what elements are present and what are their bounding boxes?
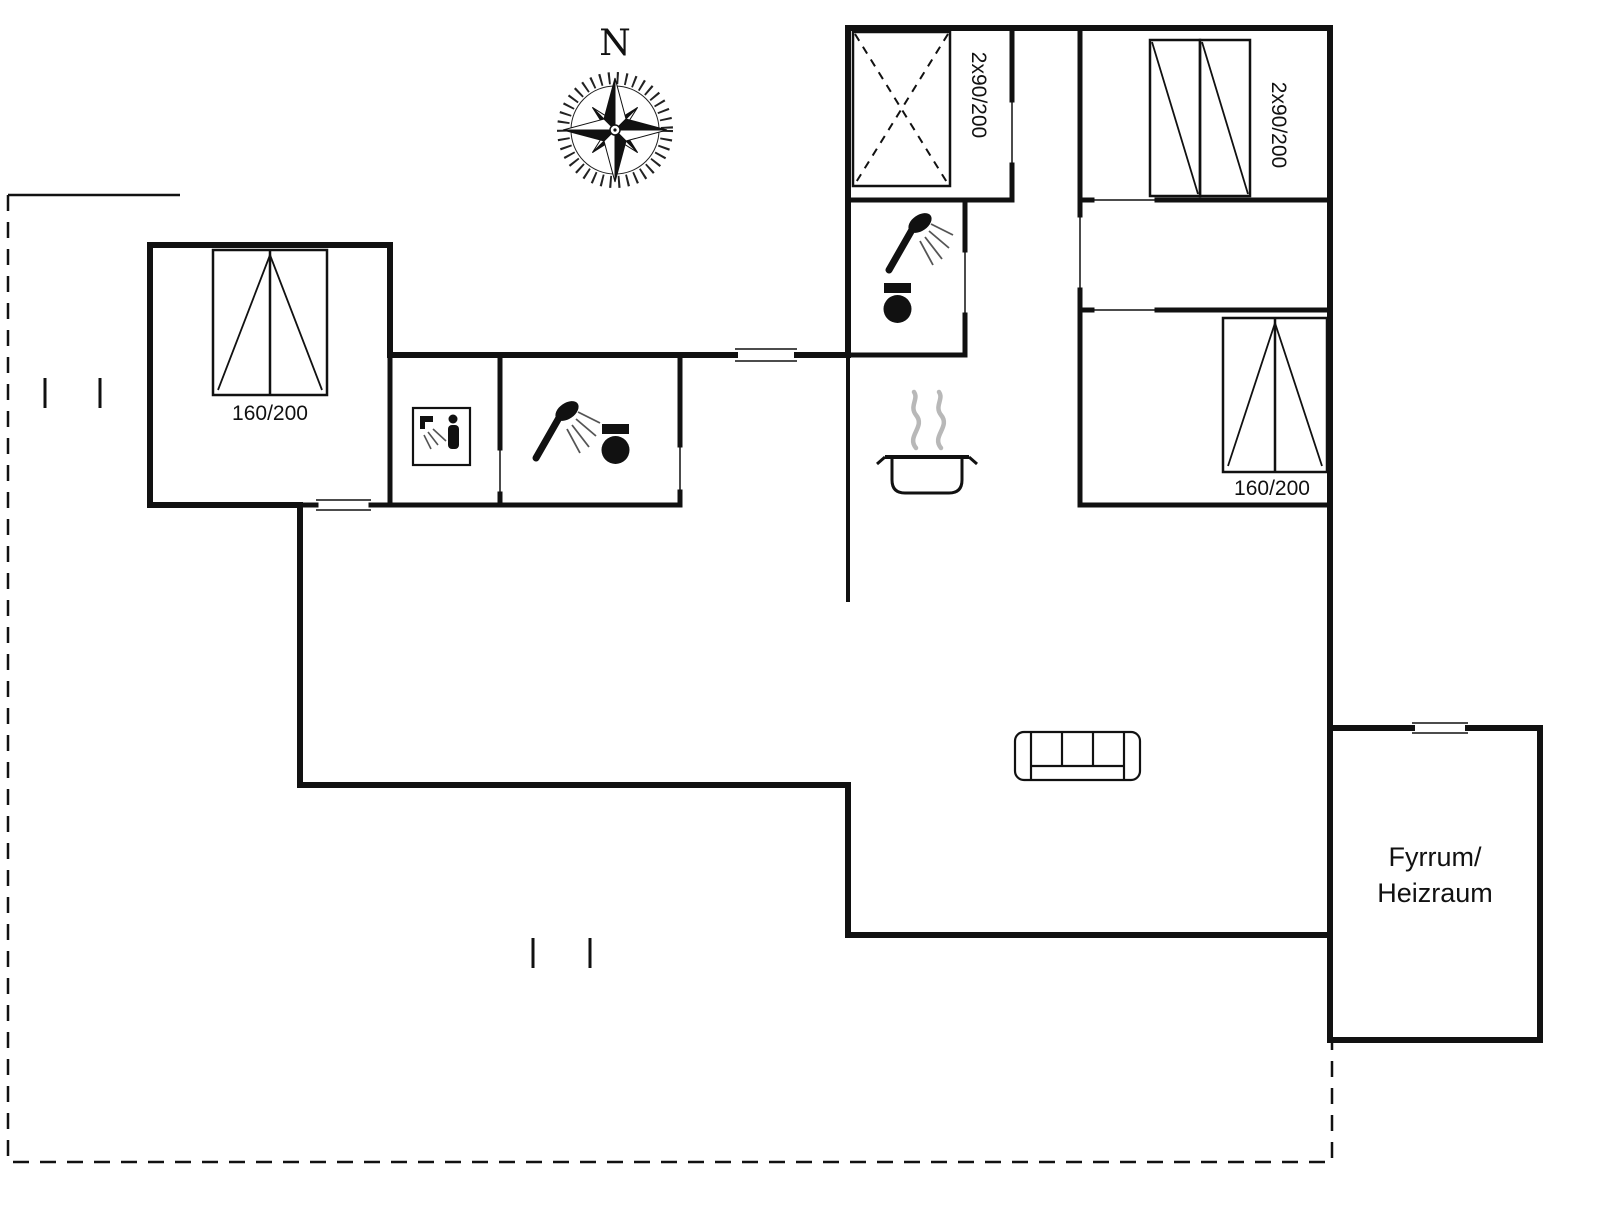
sofa-icon <box>1013 730 1142 782</box>
compass-cardinal-points <box>562 77 668 183</box>
steam-lines <box>910 389 947 451</box>
boiler-room-door <box>1412 722 1468 734</box>
terrace-post-marks <box>43 378 592 968</box>
terrace-outline <box>6 193 1334 1164</box>
exterior-walls <box>147 25 1543 1043</box>
bed-top-left-room <box>851 30 952 188</box>
left-bedroom-door <box>316 499 371 511</box>
toilet-icon <box>601 424 630 464</box>
bed-right-bedroom <box>1221 316 1329 474</box>
bed-size-label-left: 160/200 <box>232 402 308 425</box>
shower-icon <box>885 213 954 274</box>
bed-left-bedroom <box>211 248 329 397</box>
bed-size-label-top-right: 2x90/200 <box>1267 82 1290 168</box>
boiler-room-line2: Heizraum <box>1377 878 1493 908</box>
terrace-dashed-boundary <box>6 195 1334 1164</box>
interior-walls <box>297 25 1333 602</box>
cooking-pot-icon <box>876 389 978 495</box>
bed-size-label-top-left: 2x90/200 <box>967 52 990 138</box>
bed-top-right-room <box>1148 38 1252 198</box>
main-entrance-door <box>735 348 797 362</box>
toilet-icon <box>883 283 912 323</box>
boiler-room-label: Fyrrum/ Heizraum <box>1377 842 1493 908</box>
compass-rose-icon: N <box>557 23 673 188</box>
sink-icon <box>411 406 472 467</box>
bed-size-label-right: 160/200 <box>1234 477 1310 500</box>
door-openings <box>316 100 1468 734</box>
boiler-room-line1: Fyrrum/ <box>1389 842 1482 872</box>
shower-icon <box>532 401 601 462</box>
compass-north-label: N <box>599 23 631 64</box>
